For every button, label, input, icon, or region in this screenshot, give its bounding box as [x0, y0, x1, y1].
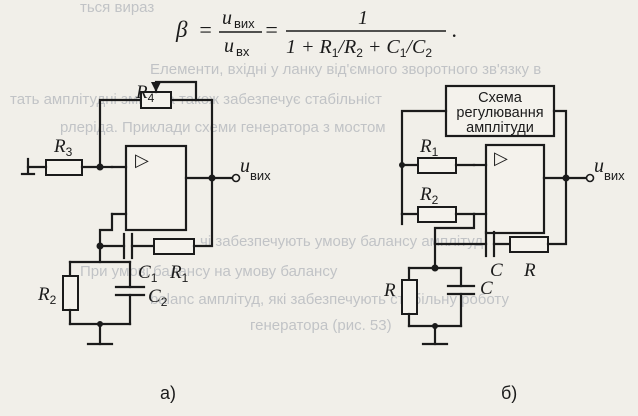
terminal-b-out: [585, 173, 595, 183]
r4-wiper-arrow-icon: [151, 82, 161, 92]
opamp-a-triangle-icon: ▷: [135, 150, 149, 170]
formula-period: .: [452, 17, 458, 42]
formula-den-var: u: [224, 35, 234, 57]
resistor-r2-b: [417, 206, 457, 223]
node-a-inv: [96, 163, 104, 171]
label-r1-b: R1: [419, 136, 439, 159]
bleed-line-1: ться вираз: [80, 0, 154, 16]
beta-formula: β = u вих u вх = 1 1 + R1/R2 + C1/C2 .: [175, 7, 458, 60]
bleed-line-8: генератора (рис. 53): [250, 317, 392, 334]
bleed-line-4: рлеріда. Приклади схеми генератора з мос…: [60, 119, 386, 136]
formula-num-sub: вих: [234, 16, 255, 31]
bleed-line-6: При умові балансу на умову балансу: [80, 263, 338, 280]
label-a-out: uвих: [240, 155, 271, 183]
wire-a-to-r4: [98, 98, 143, 169]
label-b-r-series: R: [523, 260, 536, 281]
resistor-r1-a: [153, 238, 195, 255]
resistor-b-shunt: [401, 279, 418, 315]
wire-b-noninv-down: [433, 212, 476, 246]
bleed-line-7: balanс амплітуд, які забезпечують стабіл…: [150, 291, 509, 308]
terminal-a-out: [231, 173, 241, 183]
wire-a-noninv: [98, 212, 114, 248]
wire-b-box-left: [400, 109, 448, 167]
label-r2-b: R2: [419, 184, 439, 207]
formula-equals-2: =: [264, 17, 279, 42]
resistor-r3: [45, 159, 83, 176]
label-r1-a: R1: [169, 262, 189, 285]
opamp-b-triangle-icon: ▷: [494, 148, 508, 168]
box-line-2: регулювання: [456, 105, 543, 121]
wire-a-r1-out: [192, 176, 214, 248]
node-a-ground: [97, 321, 103, 327]
wire-b-series-out: [546, 176, 568, 246]
caption-a: а): [160, 383, 176, 403]
formula-equals-1: =: [198, 17, 213, 42]
formula-beta: β: [175, 17, 188, 42]
label-r2-a: R2: [37, 284, 57, 307]
wire-b-box-right: [552, 109, 568, 180]
box-line-1: Схема: [478, 90, 523, 106]
node-b-ground: [432, 323, 438, 329]
amplitude-control-box: [444, 84, 556, 138]
resistor-b-series: [509, 236, 549, 253]
label-r4: R4: [135, 82, 155, 105]
formula-rhs-den: 1 + R1/R2 + C1/C2: [286, 36, 432, 60]
circuit-b: Схема регулювання амплітуди ▷ R1 R2 uвих: [383, 84, 625, 403]
caption-b: б): [501, 383, 517, 403]
label-b-r-shunt: R: [383, 280, 396, 301]
label-c1: C1: [138, 262, 158, 285]
wire-a-r4-out: [169, 98, 214, 180]
formula-num-var: u: [222, 7, 232, 29]
label-b-c-series: C: [490, 260, 503, 281]
opamp-b: [484, 143, 546, 235]
resistor-r2-a: [62, 275, 79, 311]
label-b-c-shunt: C: [480, 278, 493, 299]
bleed-line-5: чі забезпечують умову балансу амплітуд: [200, 233, 483, 250]
formula-den-sub: вх: [236, 44, 250, 59]
box-line-3: амплітуди: [466, 120, 534, 136]
circuit-a: ▷ R4 R3 uвих C1: [20, 80, 271, 403]
formula-rhs-num: 1: [358, 7, 368, 29]
label-r3: R3: [53, 136, 73, 159]
bleed-through-text: ться вираз Елементи, вхідні у ланку від'…: [10, 0, 541, 334]
label-b-out: uвих: [594, 155, 625, 183]
bleed-line-2: Елементи, вхідні у ланку від'ємного звор…: [150, 61, 541, 78]
label-c2: C2: [148, 286, 168, 309]
resistor-r1-b: [417, 157, 457, 174]
opamp-a: [124, 144, 188, 232]
